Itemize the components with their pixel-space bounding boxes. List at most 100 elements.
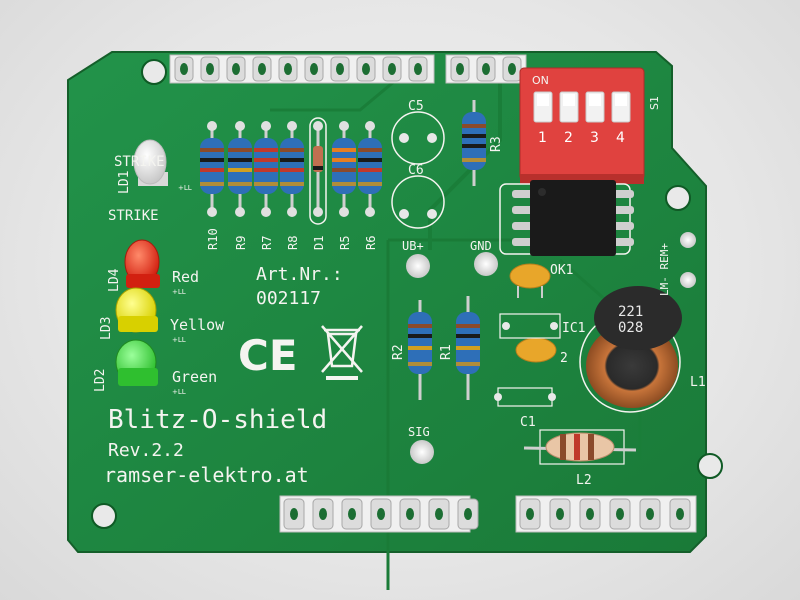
ic1-label: IC1 — [562, 321, 585, 336]
resistor-label: R10 — [206, 228, 220, 250]
resistor-band — [358, 182, 382, 186]
led-red-label: Red — [172, 268, 199, 286]
ok1-pin — [512, 190, 534, 198]
header-pad-hole — [284, 63, 292, 75]
header-pad-hole — [414, 63, 422, 75]
mounting-holes — [91, 59, 723, 529]
resistor-pad — [313, 207, 323, 217]
led-green-label: Green — [172, 368, 217, 386]
r2-label: R2 — [391, 344, 406, 360]
inductor-l2: L2 — [523, 429, 637, 488]
cap-c5: C5 — [391, 99, 445, 165]
header-pad-hole — [336, 63, 344, 75]
header-pad-hole — [556, 508, 564, 520]
dip-number-label: 4 — [616, 130, 625, 146]
header-pad-hole — [206, 63, 214, 75]
resistor-band — [200, 168, 224, 172]
header-pad-hole — [526, 508, 534, 520]
resistor-pad — [235, 121, 245, 131]
resistor-band — [254, 168, 278, 172]
ok1-pin — [512, 206, 534, 214]
diode-band — [313, 166, 323, 170]
resistor-pad — [339, 121, 349, 131]
resistor-band — [358, 168, 382, 172]
resistor-band — [228, 148, 252, 152]
resistor-label: R6 — [364, 236, 378, 250]
header-pad-hole — [388, 63, 396, 75]
header-pad-hole — [508, 63, 516, 75]
c2-label: 2 — [560, 351, 568, 366]
ok1-pin — [612, 238, 634, 246]
dip-on-label: ON — [532, 74, 549, 87]
led-strike-id: LD1 — [117, 171, 132, 194]
dip-id-label: S1 — [648, 96, 661, 110]
resistor-pad — [287, 121, 297, 131]
l1-label: L1 — [690, 375, 706, 390]
header-pad-hole — [406, 508, 414, 520]
resistor-band — [228, 158, 252, 162]
header-bottom-right — [515, 495, 697, 533]
led-yellow-id: LD3 — [99, 317, 114, 340]
dip-key-lever — [563, 94, 575, 106]
resistor-label: R7 — [260, 236, 274, 250]
resistor-pad — [235, 207, 245, 217]
pad-gnd-label: GND — [470, 239, 492, 253]
header-pad-hole — [435, 508, 443, 520]
resistor-label: R5 — [338, 236, 352, 250]
header-pad-hole — [586, 508, 594, 520]
c1-label: C1 — [520, 415, 536, 430]
ok1-pin — [612, 222, 634, 230]
resistor-label: R8 — [286, 236, 300, 250]
side-terminal: LM- REM+ — [658, 232, 696, 296]
header-pad-hole — [362, 63, 370, 75]
resistor-band — [254, 148, 278, 152]
led-strike-mark: +LL — [178, 184, 192, 192]
header-pad-hole — [348, 508, 356, 520]
pad-sig-label: SIG — [408, 425, 430, 439]
dip-key-lever — [537, 94, 549, 106]
inductor-l1: 221 028 L1 — [579, 286, 706, 413]
dip-number-label: 1 — [538, 130, 547, 146]
resistor-pad — [287, 207, 297, 217]
header-pad-hole — [290, 508, 298, 520]
resistor-pad — [261, 121, 271, 131]
header-pad-hole — [319, 508, 327, 520]
header-pads — [283, 498, 479, 530]
resistor-band — [228, 182, 252, 186]
header-pads — [450, 56, 522, 82]
pad-ub: UB+ — [402, 239, 430, 278]
header-pad-hole — [310, 63, 318, 75]
ce-mark: CE — [238, 331, 298, 380]
resistor-band — [200, 158, 224, 162]
resistor-r1: R1 — [439, 296, 480, 400]
resistor-r2: R2 — [391, 300, 432, 400]
ok1-label: OK1 — [550, 263, 573, 278]
ic1-footprint: IC1 — [499, 313, 585, 339]
resistor-label: D1 — [312, 236, 326, 250]
ceramic-cap-top — [509, 263, 551, 298]
led-red-id: LD4 — [107, 268, 122, 292]
resistor-r3: R3 — [462, 100, 504, 186]
resistor-band — [332, 148, 356, 152]
diode-outline — [309, 117, 327, 225]
header-pad-hole — [377, 508, 385, 520]
dip-key-lever — [589, 94, 601, 106]
resistor-band — [254, 182, 278, 186]
ok1-pin — [512, 222, 534, 230]
header-pad-hole — [258, 63, 266, 75]
resistor-band — [332, 182, 356, 186]
resistor-band — [332, 158, 356, 162]
header-pad-hole — [482, 63, 490, 75]
dip-number-label: 2 — [564, 130, 573, 146]
resistor-pad — [207, 121, 217, 131]
resistor-pad — [207, 207, 217, 217]
resistor-band — [358, 158, 382, 162]
cap-c1: C1 — [494, 387, 556, 430]
resistor-band — [280, 148, 304, 152]
resistor-pad — [313, 121, 323, 131]
c5-label: C5 — [408, 99, 424, 114]
led-red-mark: +LL — [172, 288, 186, 296]
header-pad-hole — [456, 63, 464, 75]
